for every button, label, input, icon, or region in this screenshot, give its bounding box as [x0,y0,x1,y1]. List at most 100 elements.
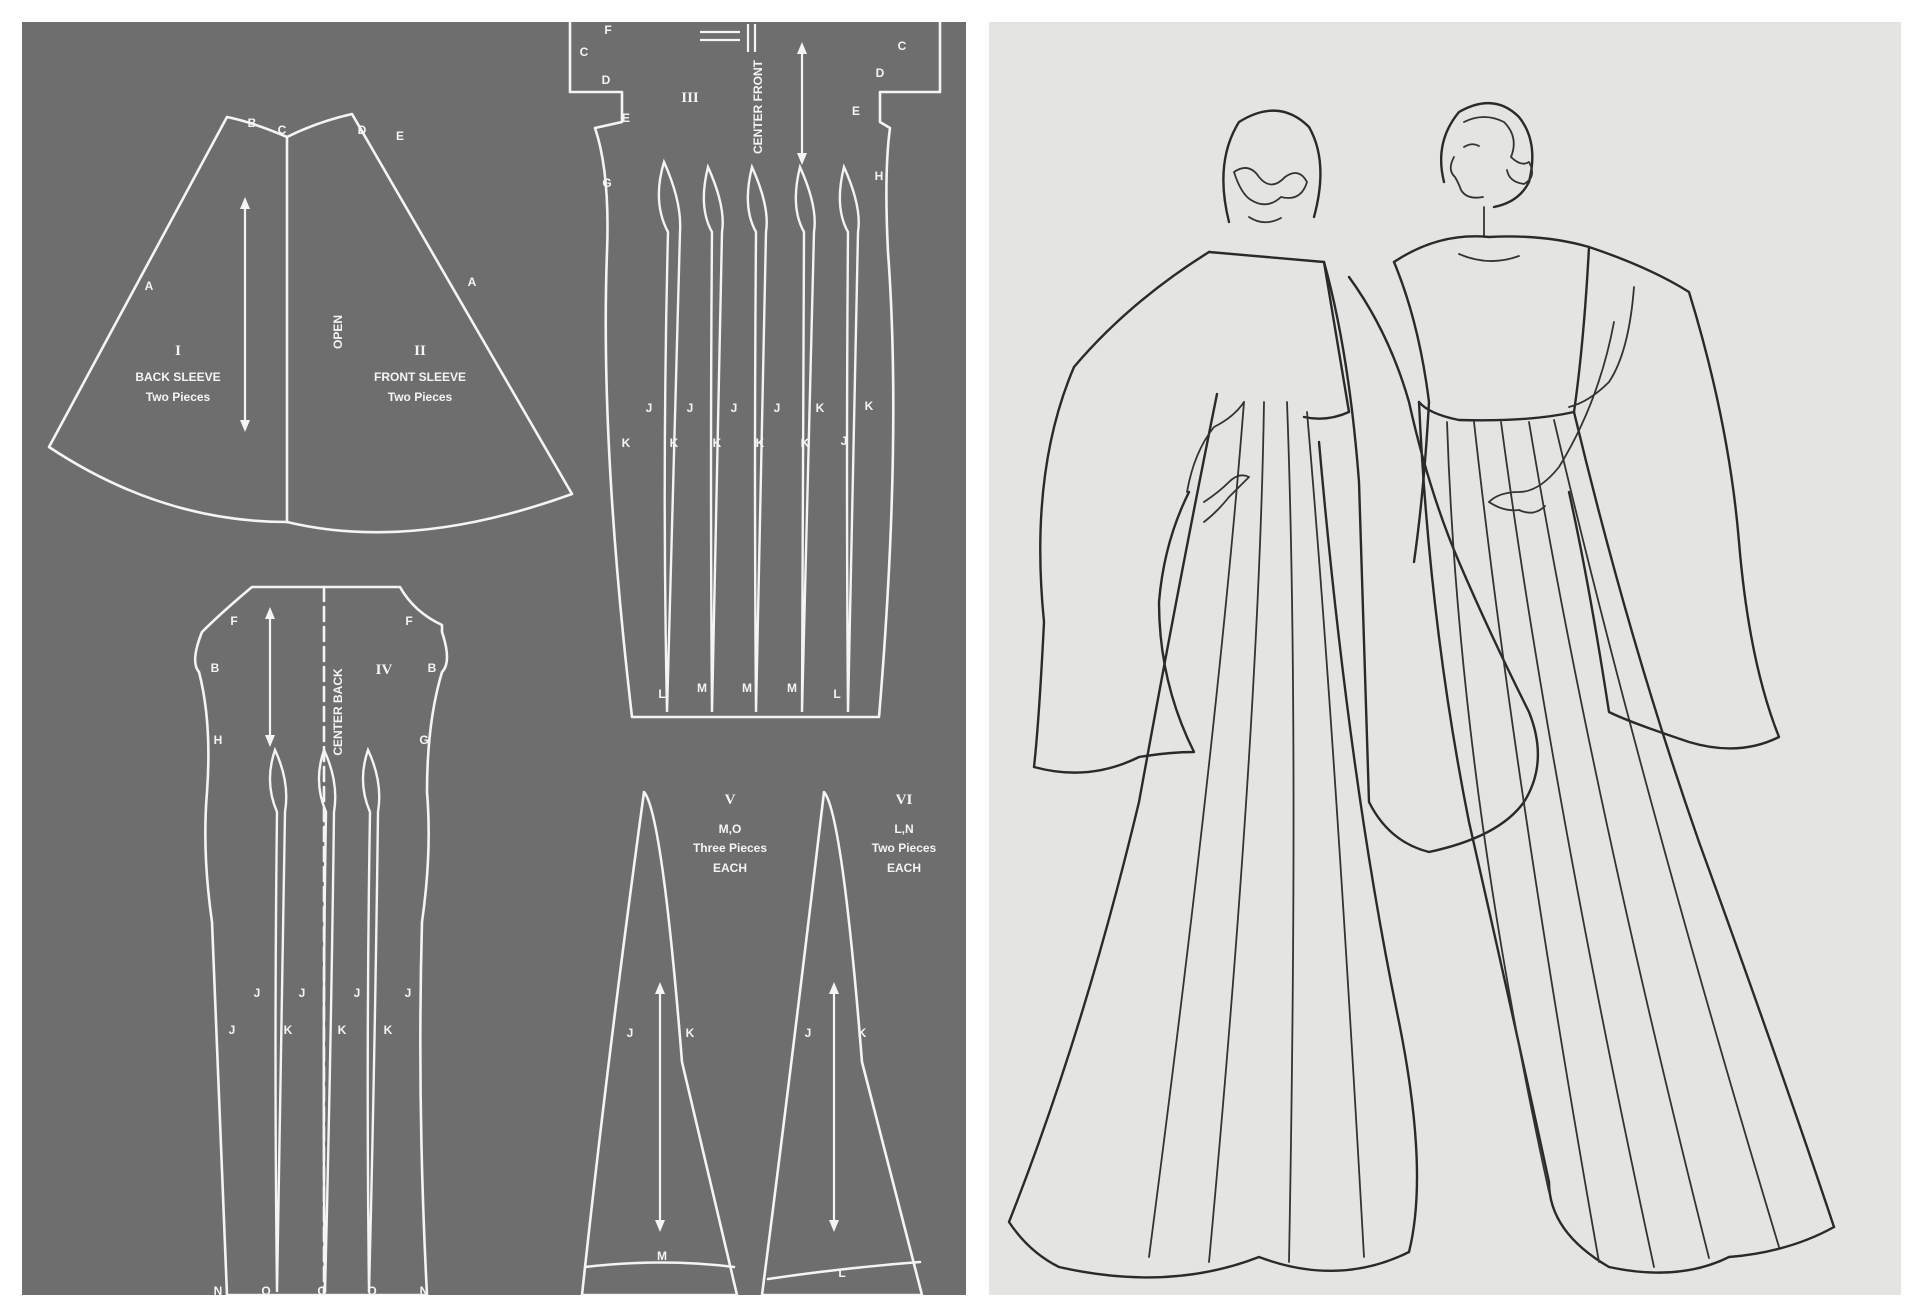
piece-code: L,N [894,822,913,836]
front-body-outline [568,22,942,719]
back-hand [1203,474,1250,523]
notch-label: E [852,104,860,118]
back-body-outline [193,585,449,1295]
svg-text:M: M [742,681,752,695]
front-j-row: J J J J K K [646,399,874,415]
svg-text:J: J [405,986,412,1000]
front-hand [1488,501,1546,514]
svg-text:J: J [646,401,653,415]
svg-text:K: K [713,436,722,450]
piece-quantity: Three Pieces [693,841,767,855]
notch-label: F [230,614,237,628]
svg-text:K: K [622,436,631,450]
sleeve-pieces: B C A D E A I BACK SLEEVE Two Pieces II … [47,112,574,534]
svg-text:K: K [756,436,765,450]
center-front-label: CENTER FRONT [751,59,765,154]
svg-text:J: J [229,1023,236,1037]
notch-label: J [805,1026,812,1040]
svg-text:J: J [687,401,694,415]
front-head [1440,101,1534,209]
svg-text:K: K [670,436,679,450]
back-bodice [1207,250,1351,420]
piece-quantity: Two Pieces [388,390,453,404]
back-hem-letters: N O O O N [214,1284,429,1295]
front-bodice [1392,235,1591,422]
piece-numeral: III [681,90,699,106]
notch-label: E [396,129,404,143]
svg-text:K: K [384,1023,393,1037]
notch-label: D [876,66,885,80]
piece-each: EACH [713,861,747,875]
back-left-sleeve [1032,250,1211,774]
front-left-sleeve [1392,260,1431,564]
figure-back-view [1007,109,1539,1279]
back-j-row: J J J J [254,986,412,1000]
pattern-layout-panel: B C A D E A I BACK SLEEVE Two Pieces II … [22,22,966,1295]
svg-text:N: N [214,1284,223,1295]
notch-label: H [875,169,884,183]
piece-numeral: II [414,343,426,359]
piece-numeral: I [175,343,181,359]
back-k-row: J K K K [229,1023,393,1037]
figure-front-view [1392,101,1836,1274]
svg-text:J: J [299,986,306,1000]
notch-label: C [898,39,907,53]
grain-arrow-head [265,735,275,747]
notch-label: C [278,123,287,137]
svg-text:M: M [697,681,707,695]
back-head [1222,109,1322,224]
svg-text:J: J [774,401,781,415]
back-hair-curls [1233,167,1308,206]
notch-label: H [214,733,223,747]
notch-label: C [580,45,589,59]
center-back-label: CENTER BACK [331,668,345,756]
front-face [1449,156,1484,199]
grain-arrow-head [265,607,275,619]
notch-label: E [622,111,630,125]
svg-text:M: M [787,681,797,695]
svg-text:K: K [865,399,874,413]
gore-piece-v: J K M V M,O Three Pieces EACH [580,790,767,1295]
notch-label: M [657,1249,667,1263]
svg-text:O: O [367,1284,376,1295]
front-darts [657,158,860,713]
gore-piece-vi: J K L VI L,N Two Pieces EACH [760,790,937,1295]
gore-vi-outline [760,790,924,1295]
notch-label: G [602,176,611,190]
notch-label: B [248,116,257,130]
piece-each: EACH [887,861,921,875]
svg-text:K: K [816,401,825,415]
grain-arrow-head [797,42,807,54]
piece-numeral: VI [896,792,913,808]
notch-label: B [211,661,220,675]
svg-text:J: J [354,986,361,1000]
gore-v-outline [580,790,739,1295]
notch-label: D [602,73,611,87]
piece-name: BACK SLEEVE [135,370,220,384]
notch-label: K [686,1026,695,1040]
svg-text:O: O [317,1284,326,1295]
grain-arrow-head [240,197,250,209]
piece-quantity: Two Pieces [146,390,211,404]
grain-arrow-head [240,420,250,432]
svg-text:K: K [284,1023,293,1037]
grain-arrow-head [829,982,839,994]
gown-illustration [1007,101,1836,1279]
piece-numeral: V [725,792,736,808]
notch-label: B [428,661,437,675]
back-skirt [1007,392,1411,1279]
pattern-diagram: B C A D E A I BACK SLEEVE Two Pieces II … [47,22,942,1295]
fold-label: OPEN [331,315,345,349]
notch-label: K [858,1026,867,1040]
svg-text:O: O [261,1284,270,1295]
fashion-sketch-panel [989,22,1901,1295]
grain-arrow-head [655,1220,665,1232]
piece-name: FRONT SLEEVE [374,370,466,384]
notch-label: A [468,275,477,289]
grain-arrow-head [797,153,807,165]
svg-text:L: L [658,687,665,701]
notch-label: L [838,1266,845,1280]
front-arm [1488,321,1615,503]
notch-label: J [627,1026,634,1040]
grain-arrow-head [655,982,665,994]
